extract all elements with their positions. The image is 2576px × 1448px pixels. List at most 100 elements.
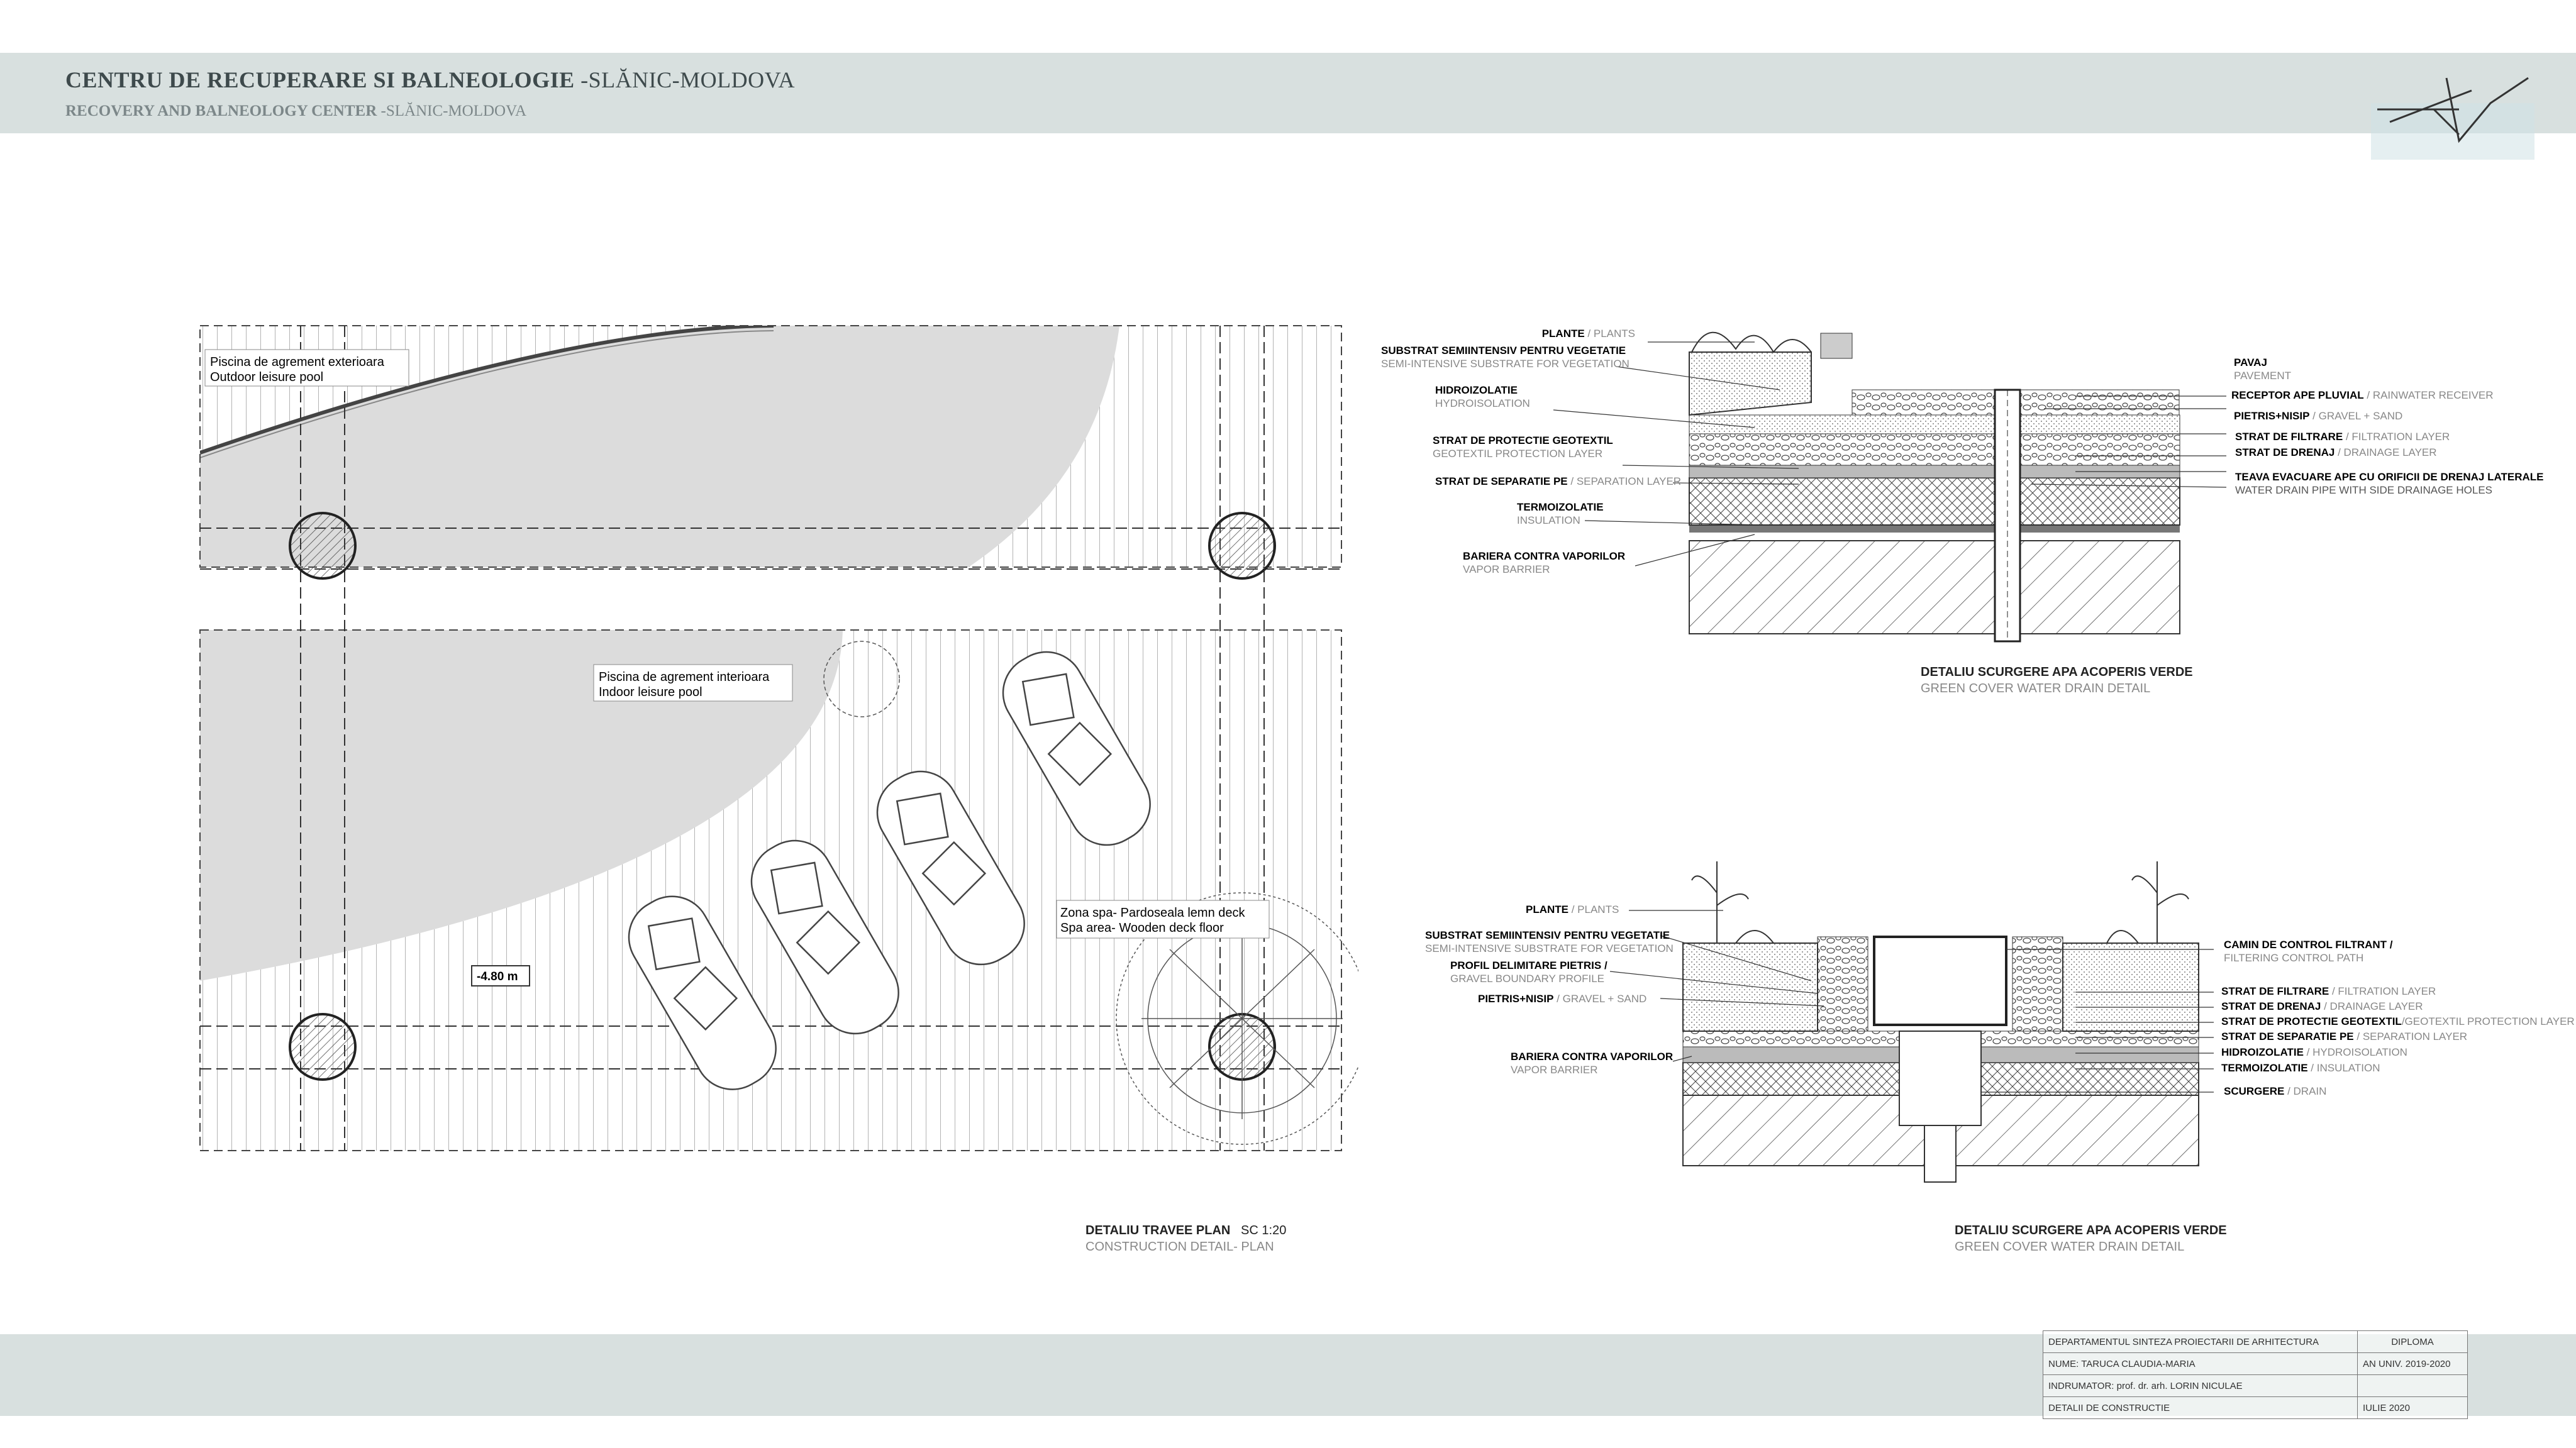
svg-text:PIETRIS+NISIP / GRAVEL + SAND: PIETRIS+NISIP / GRAVEL + SAND <box>1478 993 1646 1005</box>
d2-label-drain-ro: SCURGERE <box>2224 1085 2284 1097</box>
outdoor-pool-label-en: Outdoor leisure pool <box>210 370 323 384</box>
spa-area-label-ro: Zona spa- Pardoseala lemn deck <box>1060 906 1245 920</box>
svg-text:PLANTE / PLANTS: PLANTE / PLANTS <box>1526 904 1619 915</box>
d2-label-plants-ro: PLANTE <box>1526 904 1568 915</box>
svg-text:RECEPTOR APE PLUVIAL / RAINWAT: RECEPTOR APE PLUVIAL / RAINWATER RECEIVE… <box>2231 389 2494 401</box>
d1-label-filtration-en: FILTRATION LAYER <box>2351 431 2450 443</box>
d2-label-filtration-en: FILTRATION LAYER <box>2338 985 2436 997</box>
project-title-suffix: -SLĂNIC-MOLDOVA <box>580 67 795 92</box>
tb-type: DIPLOMA <box>2357 1330 2468 1353</box>
svg-text:HIDROIZOLATIE / HYDROISOLATION: HIDROIZOLATIE / HYDROISOLATION <box>2221 1046 2407 1058</box>
d1-label-drainage-ro: STRAT DE DRENAJ <box>2235 446 2334 458</box>
d1-label-separation-ro: STRAT DE SEPARATIE PE <box>1435 475 1568 487</box>
d2-label-geotextil-sep: / <box>2402 1015 2405 1027</box>
d2-label-filtration-sep: / <box>2329 985 2338 997</box>
detail2-caption-en: GREEN COVER WATER DRAIN DETAIL <box>1955 1240 2185 1254</box>
structural-columns <box>289 512 1276 1081</box>
d1-label-separation-sep: / <box>1568 475 1577 487</box>
d1-label-plants-en: PLANTS <box>1594 328 1635 340</box>
signature-logo <box>2371 77 2534 160</box>
sun-loungers <box>628 651 1151 1090</box>
svg-text:STRAT DE PROTECTIE GEOTEXTIL/G: STRAT DE PROTECTIE GEOTEXTIL/GEOTEXTIL P… <box>2221 1015 2575 1027</box>
d1-label-geotextil-en: GEOTEXTIL PROTECTION LAYER <box>1433 448 1602 460</box>
d1-label-gravel-en: GRAVEL + SAND <box>2319 410 2403 422</box>
plan-caption-en: CONSTRUCTION DETAIL- PLAN <box>1085 1240 1274 1254</box>
outdoor-pool-label-ro: Piscina de agrement exterioara <box>210 355 385 369</box>
project-subtitle: RECOVERY AND BALNEOLOGY CENTER -SLĂNIC-M… <box>65 102 526 120</box>
tb-empty <box>2357 1374 2468 1397</box>
d1-label-pavement-ro: PAVAJ <box>2234 356 2267 368</box>
d1-label-insulation-ro: TERMOIZOLATIE <box>1517 501 1604 513</box>
d2-label-chamber-ro: CAMIN DE CONTROL FILTRANT / <box>2224 939 2393 951</box>
detail1-caption: DETALIU SCURGERE APA ACOPERIS VERDE GREE… <box>1921 665 2193 696</box>
d2-label-drainage-sep: / <box>2321 1000 2329 1012</box>
d2-label-drain-sep: / <box>2284 1085 2293 1097</box>
svg-text:PLANTE / PLANTS: PLANTE / PLANTS <box>1542 328 1635 340</box>
d2-label-geotextil-ro: STRAT DE PROTECTIE GEOTEXTIL <box>2221 1015 2402 1027</box>
d2-label-profile-ro: PROFIL DELIMITARE PIETRIS / <box>1450 959 1607 971</box>
d2-label-hydro-en: HYDROISOLATION <box>2312 1046 2407 1058</box>
d2-label-vapor-en: VAPOR BARRIER <box>1511 1064 1598 1076</box>
d2-label-separation-sep: / <box>2354 1031 2363 1042</box>
d2-label-separation-ro: STRAT DE SEPARATIE PE <box>2221 1031 2354 1042</box>
d1-label-hydro-en: HYDROISOLATION <box>1435 397 1530 409</box>
header-band <box>0 53 2576 133</box>
d2-label-insulation-ro: TERMOIZOLATIE <box>2221 1062 2308 1074</box>
tb-year: AN UNIV. 2019-2020 <box>2357 1352 2468 1375</box>
d1-label-gravel-ro: PIETRIS+NISIP <box>2234 410 2309 422</box>
d1-label-substrate-ro: SUBSTRAT SEMIINTENSIV PENTRU VEGETATIE <box>1381 345 1626 356</box>
d2-label-drainage-ro: STRAT DE DRENAJ <box>2221 1000 2321 1012</box>
d2-label-separation-en: SEPARATION LAYER <box>2363 1031 2467 1042</box>
green-roof-drain-detail-2: PLANTE / PLANTS SUBSTRAT SEMIINTENSIV PE… <box>1425 861 2575 1183</box>
d2-label-plants-sep: / <box>1568 904 1577 915</box>
spa-area-label-en: Spa area- Wooden deck floor <box>1060 921 1224 935</box>
svg-text:STRAT DE SEPARATIE PE / SEPARA: STRAT DE SEPARATIE PE / SEPARATION LAYER <box>1435 475 1681 487</box>
d1-label-pipe-ro: TEAVA EVACUARE APE CU ORIFICII DE DRENAJ… <box>2235 471 2544 483</box>
svg-text:PIETRIS+NISIP / GRAVEL + SAND: PIETRIS+NISIP / GRAVEL + SAND <box>2234 410 2402 422</box>
d2-label-insulation-en: INSULATION <box>2317 1062 2380 1074</box>
tb-date: IULIE 2020 <box>2357 1396 2468 1419</box>
d2-label-substrate-en: SEMI-INTENSIVE SUBSTRATE FOR VEGETATION <box>1425 942 1674 954</box>
d1-label-substrate-en: SEMI-INTENSIVE SUBSTRATE FOR VEGETATION <box>1381 358 1629 370</box>
d1-label-plants-ro: PLANTE <box>1542 328 1585 340</box>
d2-label-hydro-sep: / <box>2304 1046 2312 1058</box>
svg-text:SCURGERE / DRAIN: SCURGERE / DRAIN <box>2224 1085 2326 1097</box>
indoor-pool-label-ro: Piscina de agrement interioara <box>599 670 770 684</box>
d1-label-filtration-ro: STRAT DE FILTRARE <box>2235 431 2343 443</box>
d1-label-vapor-ro: BARIERA CONTRA VAPORILOR <box>1463 550 1625 562</box>
project-title: CENTRU DE RECUPERARE SI BALNEOLOGIE -SLĂ… <box>65 67 795 93</box>
tb-advisor: INDRUMATOR: prof. dr. arh. LORIN NICULAE <box>2043 1374 2358 1397</box>
project-subtitle-suffix: -SLĂNIC-MOLDOVA <box>380 102 526 119</box>
d2-label-gravel-sep: / <box>1553 993 1562 1005</box>
d2-label-drainage-en: DRAINAGE LAYER <box>2330 1000 2423 1012</box>
svg-text:TERMOIZOLATIE / INSULATION: TERMOIZOLATIE / INSULATION <box>2221 1062 2380 1074</box>
plan-caption-scale: SC 1:20 <box>1241 1224 1287 1237</box>
indoor-pool-label-en: Indoor leisure pool <box>599 685 702 699</box>
plan-caption: DETALIU TRAVEE PLAN SC 1:20 CONSTRUCTION… <box>1085 1224 1286 1254</box>
green-roof-drain-detail-1: PLANTE / PLANTS SUBSTRAT SEMIINTENSIV PE… <box>1381 328 2544 643</box>
detail2-caption-ro: DETALIU SCURGERE APA ACOPERIS VERDE <box>1955 1224 2227 1237</box>
d1-label-receiver-ro: RECEPTOR APE PLUVIAL <box>2231 389 2364 401</box>
d1-label-geotextil-ro: STRAT DE PROTECTIE GEOTEXTIL <box>1433 434 1613 446</box>
level-marker: -4.80 m <box>477 970 518 983</box>
d2-label-gravel-en: GRAVEL + SAND <box>1563 993 1647 1005</box>
d2-label-plants-en: PLANTS <box>1577 904 1619 915</box>
svg-text:STRAT DE SEPARATIE PE / SEPARA: STRAT DE SEPARATIE PE / SEPARATION LAYER <box>2221 1031 2467 1042</box>
construction-plan-drawing: Piscina de agrement exterioara Outdoor l… <box>199 325 1358 1151</box>
d2-label-drain-en: DRAIN <box>2294 1085 2327 1097</box>
svg-text:STRAT DE FILTRARE / FILTRATION: STRAT DE FILTRARE / FILTRATION LAYER <box>2235 431 2450 443</box>
d1-label-filtration-sep: / <box>2343 431 2351 443</box>
project-subtitle-text: RECOVERY AND BALNEOLOGY CENTER <box>65 102 377 119</box>
d1-label-hydro-ro: HIDROIZOLATIE <box>1435 384 1518 396</box>
d2-label-substrate-ro: SUBSTRAT SEMIINTENSIV PENTRU VEGETATIE <box>1425 929 1670 941</box>
d2-label-gravel-ro: PIETRIS+NISIP <box>1478 993 1553 1005</box>
d1-label-receiver-en: RAINWATER RECEIVER <box>2373 389 2494 401</box>
title-block: DEPARTAMENTUL SINTEZA PROIECTARII DE ARH… <box>2043 1330 2468 1419</box>
detail1-caption-ro: DETALIU SCURGERE APA ACOPERIS VERDE <box>1921 665 2193 679</box>
project-title-text: CENTRU DE RECUPERARE SI BALNEOLOGIE <box>65 67 575 92</box>
d1-label-receiver-sep: / <box>2364 389 2373 401</box>
d2-label-filtration-ro: STRAT DE FILTRARE <box>2221 985 2329 997</box>
svg-text:STRAT DE DRENAJ / DRAINAGE LAY: STRAT DE DRENAJ / DRAINAGE LAYER <box>2221 1000 2423 1012</box>
d1-label-separation-en: SEPARATION LAYER <box>1577 475 1681 487</box>
d2-label-hydro-ro: HIDROIZOLATIE <box>2221 1046 2304 1058</box>
